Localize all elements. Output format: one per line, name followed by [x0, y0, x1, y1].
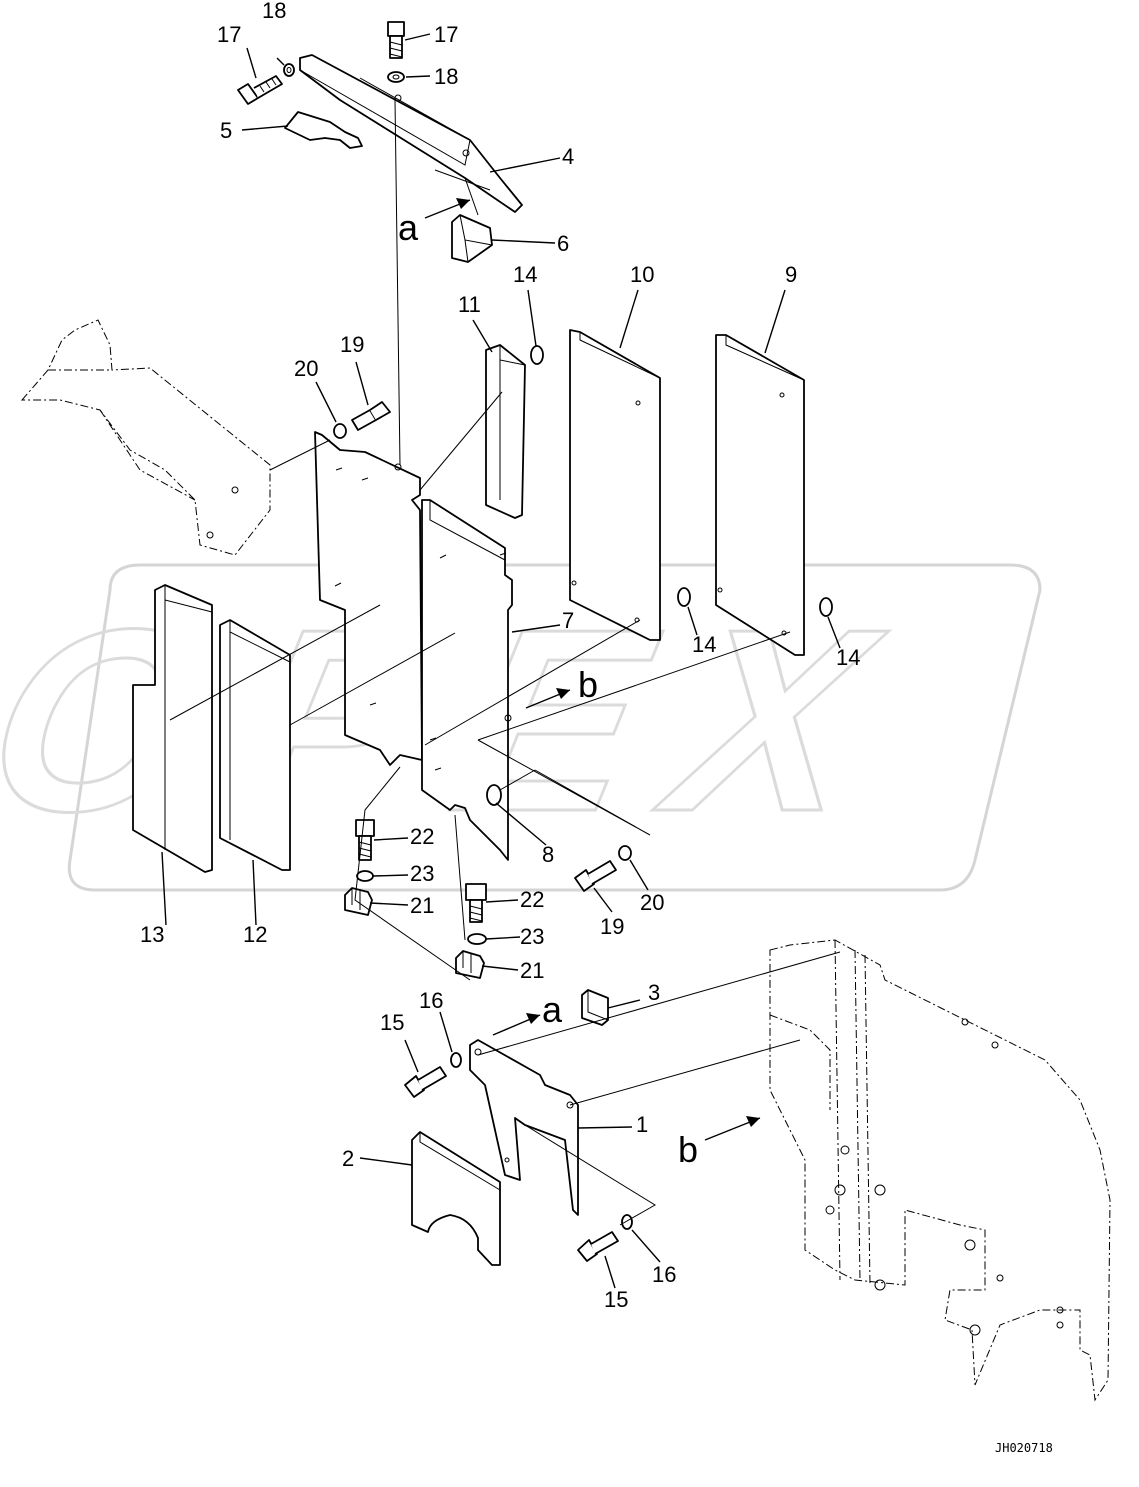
callout-9: 9 [785, 262, 797, 287]
part-12-pad [219, 619, 291, 871]
view-ref-a-bottom: a [542, 989, 563, 1030]
alignment-lines [169, 99, 841, 1226]
washer-16-top [450, 1052, 462, 1068]
callout-11: 11 [458, 292, 481, 317]
callout-14b: 14 [692, 632, 716, 657]
callout-14c: 14 [836, 645, 860, 670]
callout-17a: 17 [217, 22, 241, 47]
part-9-pad [715, 334, 805, 656]
seal-14-mid [677, 587, 691, 607]
callout-5: 5 [220, 118, 232, 143]
view-ref-b-bottom: b [678, 1129, 698, 1170]
washer-16-bottom [621, 1214, 633, 1230]
callout-15a: 15 [380, 1010, 404, 1035]
callout-22b: 22 [520, 887, 544, 912]
callout-leaders [161, 33, 841, 1289]
callout-18b: 18 [434, 64, 458, 89]
callout-8: 8 [542, 842, 554, 867]
callout-15b: 15 [604, 1287, 628, 1312]
view-ref-a-top: a [398, 207, 419, 248]
rear-cover-panel [314, 431, 423, 766]
callout-12: 12 [243, 922, 267, 947]
callout-labels: 18 17 17 18 5 4 6 14 10 9 11 19 20 7 14 … [140, 0, 860, 1312]
callout-23b: 23 [520, 924, 544, 949]
part-7-cover [421, 499, 513, 861]
washer-20-bottom [618, 845, 632, 861]
view-arrows [424, 198, 761, 1141]
part-13-pad [132, 584, 213, 873]
bolt-15-bottom [577, 1231, 619, 1262]
washer-18-left [283, 63, 295, 77]
washer-23-right [467, 933, 487, 945]
clip-21-left [344, 887, 373, 916]
callout-21a: 21 [410, 893, 434, 918]
bolt-17-left [237, 75, 283, 105]
callout-21b: 21 [520, 958, 544, 983]
bolt-19-bottom [574, 860, 617, 892]
view-ref-b-top: b [578, 664, 598, 705]
callout-16b: 16 [652, 1262, 676, 1287]
existing-frame-right [769, 939, 1111, 1402]
part-4-top-bracket [299, 54, 523, 213]
callout-10: 10 [630, 262, 654, 287]
callout-16a: 16 [419, 988, 443, 1013]
callout-20a: 20 [294, 356, 318, 381]
clip-21-right [455, 950, 485, 979]
washer-20-top [333, 423, 347, 439]
callout-4: 4 [562, 144, 574, 169]
part-11-pad [485, 344, 526, 519]
part-10-pad [569, 329, 661, 641]
callout-19a: 19 [340, 332, 364, 357]
view-reference-labels: a b a b [398, 207, 698, 1170]
part-5-clip [284, 111, 363, 149]
callout-13: 13 [140, 922, 164, 947]
part-3-pad [581, 989, 609, 1026]
callout-17b: 17 [434, 22, 458, 47]
callout-6: 6 [557, 231, 569, 256]
callout-22a: 22 [410, 824, 434, 849]
part-2-pad [411, 1131, 501, 1266]
callout-7: 7 [562, 608, 574, 633]
bolt-19-top [351, 401, 391, 431]
callout-20b: 20 [640, 890, 664, 915]
callout-14a: 14 [513, 262, 537, 287]
bolt-22-left [355, 819, 375, 861]
washer-23-left [356, 870, 374, 882]
bolt-22-right [465, 883, 487, 923]
callout-1: 1 [636, 1112, 648, 1137]
callout-2: 2 [342, 1146, 354, 1171]
bolt-15-top [404, 1066, 447, 1098]
callout-23a: 23 [410, 861, 434, 886]
callout-3: 3 [648, 980, 660, 1005]
part-6-block [451, 214, 493, 263]
callout-19b: 19 [600, 914, 624, 939]
callout-18a: 18 [262, 0, 286, 23]
drawing-code: JH020718 [995, 1441, 1053, 1455]
seal-14-right [819, 597, 833, 617]
seal-14-top [530, 345, 544, 365]
bolt-17-top [387, 21, 405, 59]
washer-18-top [387, 71, 405, 83]
part-8-grommet [486, 784, 502, 806]
existing-bracket-left [20, 319, 271, 556]
